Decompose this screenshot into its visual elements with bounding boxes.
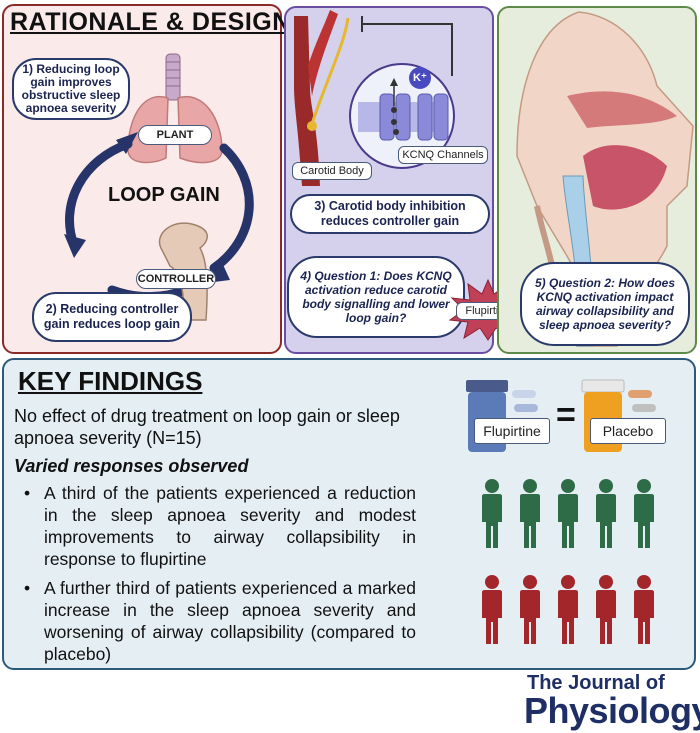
person-icon xyxy=(634,575,654,644)
flupirtine-bottle-label: Flupirtine xyxy=(474,418,550,444)
arrow-head-top xyxy=(116,132,138,154)
potassium-ion-icon xyxy=(409,67,431,89)
rationale-bubble-1: 1) Reducing loop gain improves obstructi… xyxy=(12,58,130,120)
nerve-icon xyxy=(310,17,350,125)
bullet-2-text: A further third of patients experienced … xyxy=(44,578,416,664)
person-icon xyxy=(520,479,540,548)
placebo-bottle-label: Placebo xyxy=(590,418,666,444)
person-icon xyxy=(558,479,578,548)
carotid-body-label: Carotid Body xyxy=(292,162,372,180)
arrow-head-bottom xyxy=(64,234,86,258)
carotid-bubble-4: 4) Question 1: Does KCNQ activation redu… xyxy=(287,256,465,338)
bullet-dot: • xyxy=(24,578,31,598)
bullet-dot: • xyxy=(24,483,31,503)
kcnq-channel-icon xyxy=(379,93,449,141)
journal-logo-line1: The Journal of xyxy=(527,672,665,694)
findings-bullet-1: • A third of the patients experienced a … xyxy=(24,482,416,570)
rationale-title: RATIONALE & DESIGN xyxy=(10,8,291,36)
findings-bullet-2: • A further third of patients experience… xyxy=(24,577,416,665)
potassium-label: K⁺ xyxy=(413,72,427,84)
trachea-icon xyxy=(165,53,181,101)
bullet-1-text: A third of the patients experienced a re… xyxy=(44,483,416,569)
key-findings-title: KEY FINDINGS xyxy=(18,366,203,396)
tongue-icon xyxy=(583,145,667,210)
carotid-artery-icon xyxy=(294,16,320,186)
findings-summary: No effect of drug treatment on loop gain… xyxy=(14,406,400,448)
airway-bubble-5: 5) Question 2: How does KCNQ activation … xyxy=(520,262,690,346)
rationale-bubble-2: 2) Reducing controller gain reduces loop… xyxy=(32,292,192,342)
controller-label: CONTROLLER xyxy=(136,269,216,289)
responders-group xyxy=(482,479,654,548)
person-icon xyxy=(520,575,540,644)
person-icon xyxy=(482,479,502,548)
person-icon xyxy=(596,575,616,644)
worsened-group xyxy=(482,575,654,644)
key-findings-panel xyxy=(2,358,696,670)
carotid-bubble-3: 3) Carotid body inhibition reduces contr… xyxy=(290,194,490,234)
carotid-diagram xyxy=(294,10,455,186)
person-icon xyxy=(482,575,502,644)
equals-sign: = xyxy=(556,396,576,434)
person-icon xyxy=(634,479,654,548)
journal-logo-line2: Physiology xyxy=(524,690,700,731)
inhibition-arrow xyxy=(361,16,453,76)
person-icon xyxy=(596,479,616,548)
person-icon xyxy=(558,575,578,644)
findings-varied-heading: Varied responses observed xyxy=(14,456,249,476)
plant-label: PLANT xyxy=(138,125,212,145)
kcnq-channels-label: KCNQ Channels xyxy=(398,146,488,164)
loop-gain-label: LOOP GAIN xyxy=(108,184,220,206)
